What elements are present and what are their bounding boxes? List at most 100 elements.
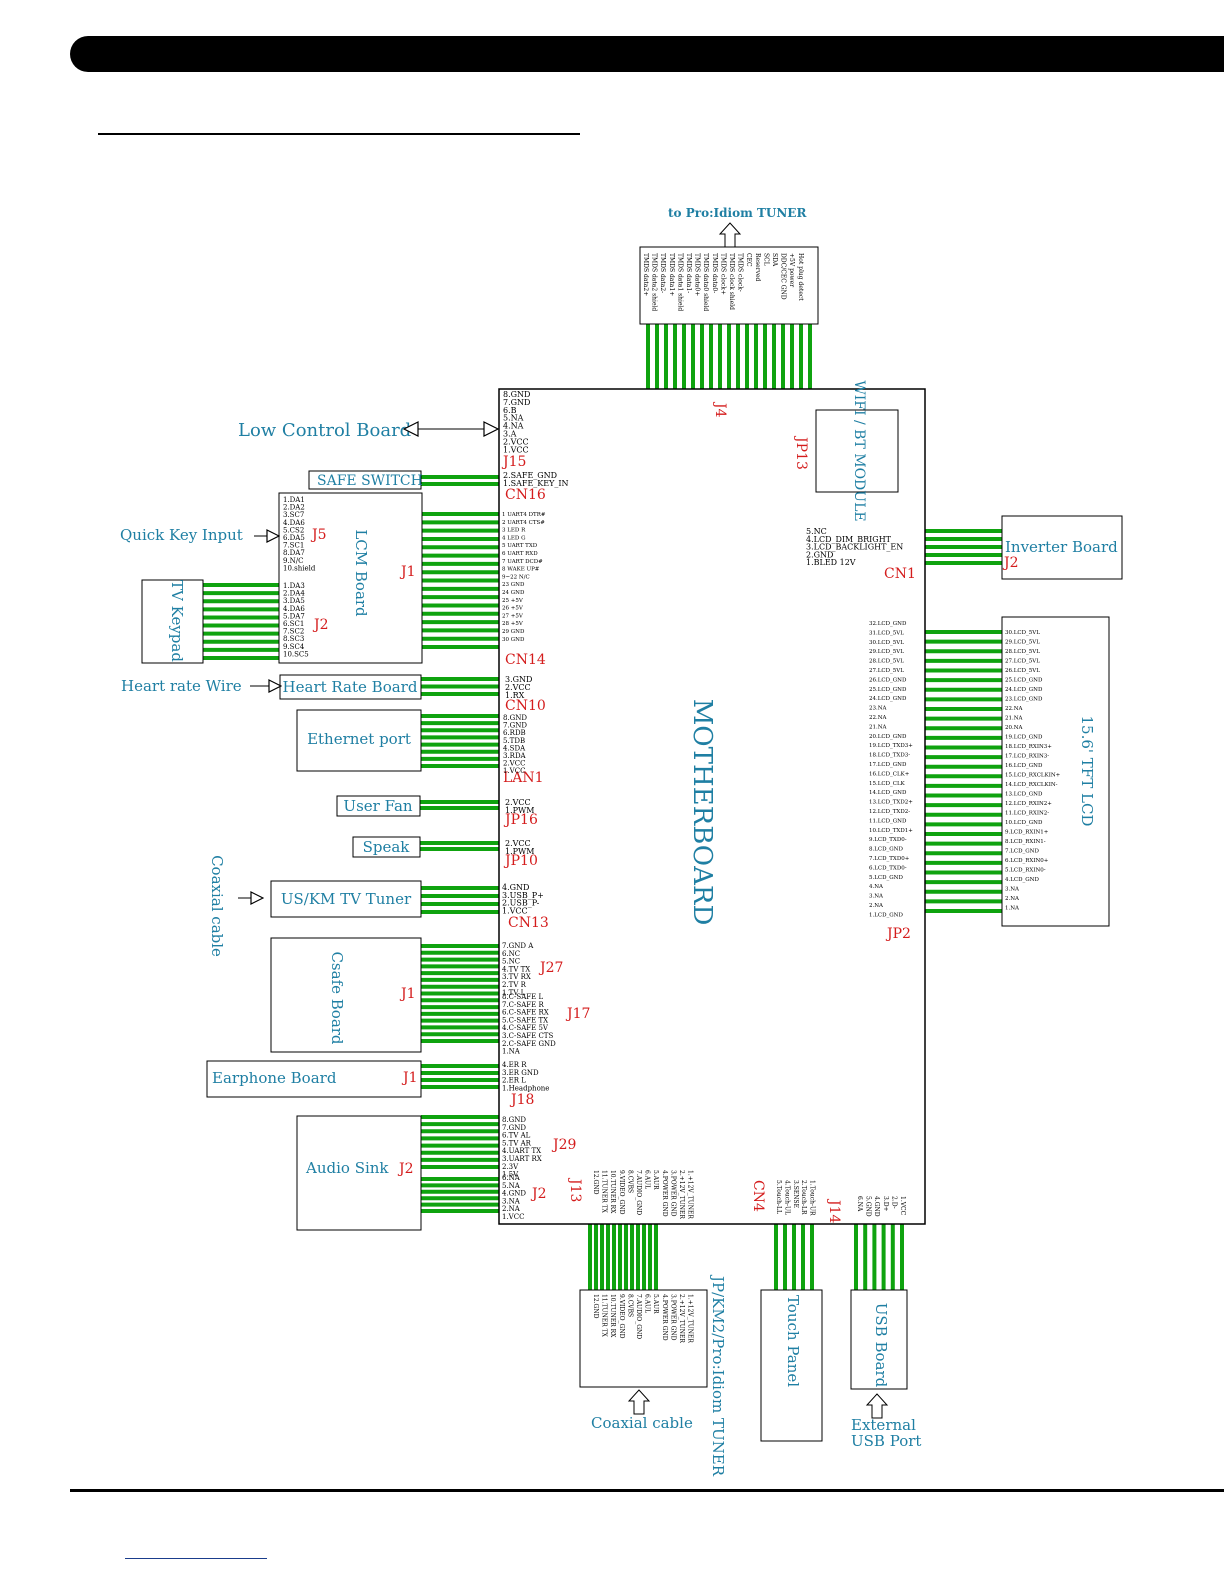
pin-cn14: 23 GND [502, 582, 525, 588]
pin-lcm-j5: 1.DA1 [283, 496, 305, 504]
user-fan-box [336, 795, 421, 817]
motherboard-label: MOTHERBOARD [687, 699, 717, 926]
pin-cn10: 3.GND [505, 675, 532, 684]
pin-jp10: 2.VCC [505, 839, 531, 848]
pin-j4: TMDS data1+ [668, 253, 675, 296]
pin-lcm-j5: 3.SC7 [283, 511, 304, 519]
pin-jp10: 1.PWM [505, 847, 534, 856]
pin-lcd: 14.LCD_RXCLKIN- [1005, 782, 1058, 788]
pin-j14: 3.D+ [882, 1196, 889, 1212]
pin-cn14: 3 LED R [502, 528, 526, 534]
pin-j2: 4.GND [502, 1190, 526, 1198]
tv-keypad-label: TV Keypad [168, 580, 186, 662]
pin-jp16: 1.PWM [505, 806, 534, 815]
pin-j29: 3.UART RX [502, 1155, 542, 1163]
pin-cn14: 29 GND [502, 629, 525, 635]
pro-tuner-label: to Pro:Idiom TUNER [668, 206, 807, 220]
pin-lcm-j5: 7.SC1 [283, 542, 304, 550]
ethernet-port-box [296, 709, 422, 772]
external-usb-label-2: USB Port [851, 1432, 921, 1450]
pin-jp2: 16.LCD_CLK+ [869, 771, 910, 777]
pin-j27: 5.NC [502, 958, 520, 966]
pin-cn10: 1.RX [505, 691, 525, 700]
pin-cn14: 1 UART4 DTR# [502, 512, 546, 518]
pin-j29: 2.3V [502, 1163, 519, 1171]
pin-bottom-tuner: 2.+12V_TUNER [678, 1294, 685, 1343]
pin-lcm-j2: 7.SC2 [283, 628, 304, 636]
pin-cn14: 6 UART RXD [502, 551, 538, 557]
pin-jp2: 5.LCD_GND [869, 875, 903, 881]
audio-sink-box [296, 1115, 422, 1231]
pin-jp2: 15.LCD_CLK [869, 781, 906, 787]
pin-cn14: 25 +5V [502, 598, 524, 604]
pin-cn4: 4.Touch-UL [783, 1180, 790, 1215]
pin-j4: TMDS clock+ [719, 253, 726, 295]
pin-lan1: 7.GND [503, 722, 527, 730]
pin-lcm-j2: 2.DA4 [283, 590, 305, 598]
pin-lcd: 5.LCD_RXIN0- [1005, 868, 1046, 874]
pin-j13: 10.TUNER RX [609, 1170, 616, 1214]
pin-j13: 8.CVBS [626, 1170, 633, 1193]
pin-bottom-tuner: 6.AUL [644, 1294, 651, 1313]
pin-lcd: 29.LCD_5VL [1005, 640, 1040, 646]
pin-cn13: 1.VCC [502, 906, 528, 915]
pin-j13: 4.POWER GND [661, 1170, 668, 1217]
pin-lcd: 30.LCD_5VL [1005, 630, 1040, 636]
pin-jp2: 22.NA [869, 715, 888, 721]
pin-j13: 7.AUDIO_GND [635, 1170, 642, 1215]
bottom-coaxial-label: Coaxial cable [591, 1414, 693, 1432]
pin-bottom-tuner: 11.TUNER TX [601, 1294, 608, 1338]
connector-j4: J4 [712, 401, 728, 418]
connector-j27: J27 [538, 960, 563, 976]
pin-jp2: 25.LCD_GND [869, 687, 907, 693]
pin-j29: 7.GND [502, 1124, 526, 1132]
pin-j29: 6.TV AL [502, 1132, 531, 1140]
pin-lcm-j2: 9.SC4 [283, 643, 305, 651]
pin-lcd: 6.LCD_RXIN0+ [1005, 858, 1049, 864]
pin-lcm-j5: 10.shield [283, 564, 316, 572]
hdmi-connector-box [639, 246, 819, 325]
pin-jp2: 20.LCD_GND [869, 734, 907, 740]
pin-bottom-tuner: 3.POWER GND [669, 1294, 676, 1341]
pin-j15: 5.NA [503, 414, 524, 423]
pin-j4: TMDS data0 shield [702, 253, 709, 311]
connector-cn13: CN13 [508, 915, 549, 931]
speak-box [352, 836, 421, 858]
pin-j13: 9.VIDEO_GND [618, 1170, 625, 1215]
pin-j27: 3.TV RX [502, 973, 531, 981]
bottom-coaxial-arrow [627, 1389, 651, 1415]
user-fan-label: User Fan [343, 797, 412, 815]
pin-lcd: 11.LCD_RXIN2- [1005, 811, 1049, 817]
pro-tuner-arrow [718, 222, 742, 248]
pin-lcd: 13.LCD_GND [1005, 792, 1043, 798]
pin-jp2: 11.LCD_GND [869, 818, 907, 824]
pin-lcd: 18.LCD_RXIN3+ [1005, 744, 1052, 750]
pin-j14: 5.GND [865, 1196, 872, 1217]
pin-j4: TMDS data1- [685, 253, 692, 293]
pin-jp2: 23.NA [869, 706, 888, 712]
lcm-connector-j2: J2 [312, 617, 329, 633]
wifi-module-box [815, 409, 899, 493]
pin-cn14: 26 +5V [502, 606, 524, 612]
earphone-board-box [206, 1060, 422, 1098]
heart-rate-board-box [279, 674, 422, 700]
pin-jp2: 7.LCD_TXD0+ [869, 856, 910, 862]
inverter-board-box [1001, 515, 1123, 580]
heart-rate-wire-label: Heart rate Wire [121, 677, 242, 695]
connector-cn10: CN10 [505, 698, 546, 714]
title-rule [98, 133, 580, 135]
pin-cn14: 24 GND [502, 590, 525, 596]
lcd-label: 15.6' TFT LCD [1078, 716, 1096, 827]
earphone-connector-j1: J1 [401, 1070, 418, 1086]
pin-jp2: 32.LCD_GND [869, 621, 907, 627]
pin-bottom-tuner: 9.VIDEO_GND [618, 1294, 625, 1339]
pin-j4: TMDS data2 shield [651, 253, 658, 311]
pin-j27: 1.TV L [502, 989, 526, 997]
pin-cn1: 5.NC [806, 527, 827, 536]
pin-lcd: 10.LCD_GND [1005, 820, 1043, 826]
pin-j18: 4.ER R [502, 1061, 527, 1069]
touch-panel-box [760, 1289, 823, 1442]
pin-cn1: 2.GND [806, 550, 833, 559]
connector-j2: J2 [530, 1186, 547, 1202]
pin-bottom-tuner: 5.AUR [652, 1294, 659, 1314]
